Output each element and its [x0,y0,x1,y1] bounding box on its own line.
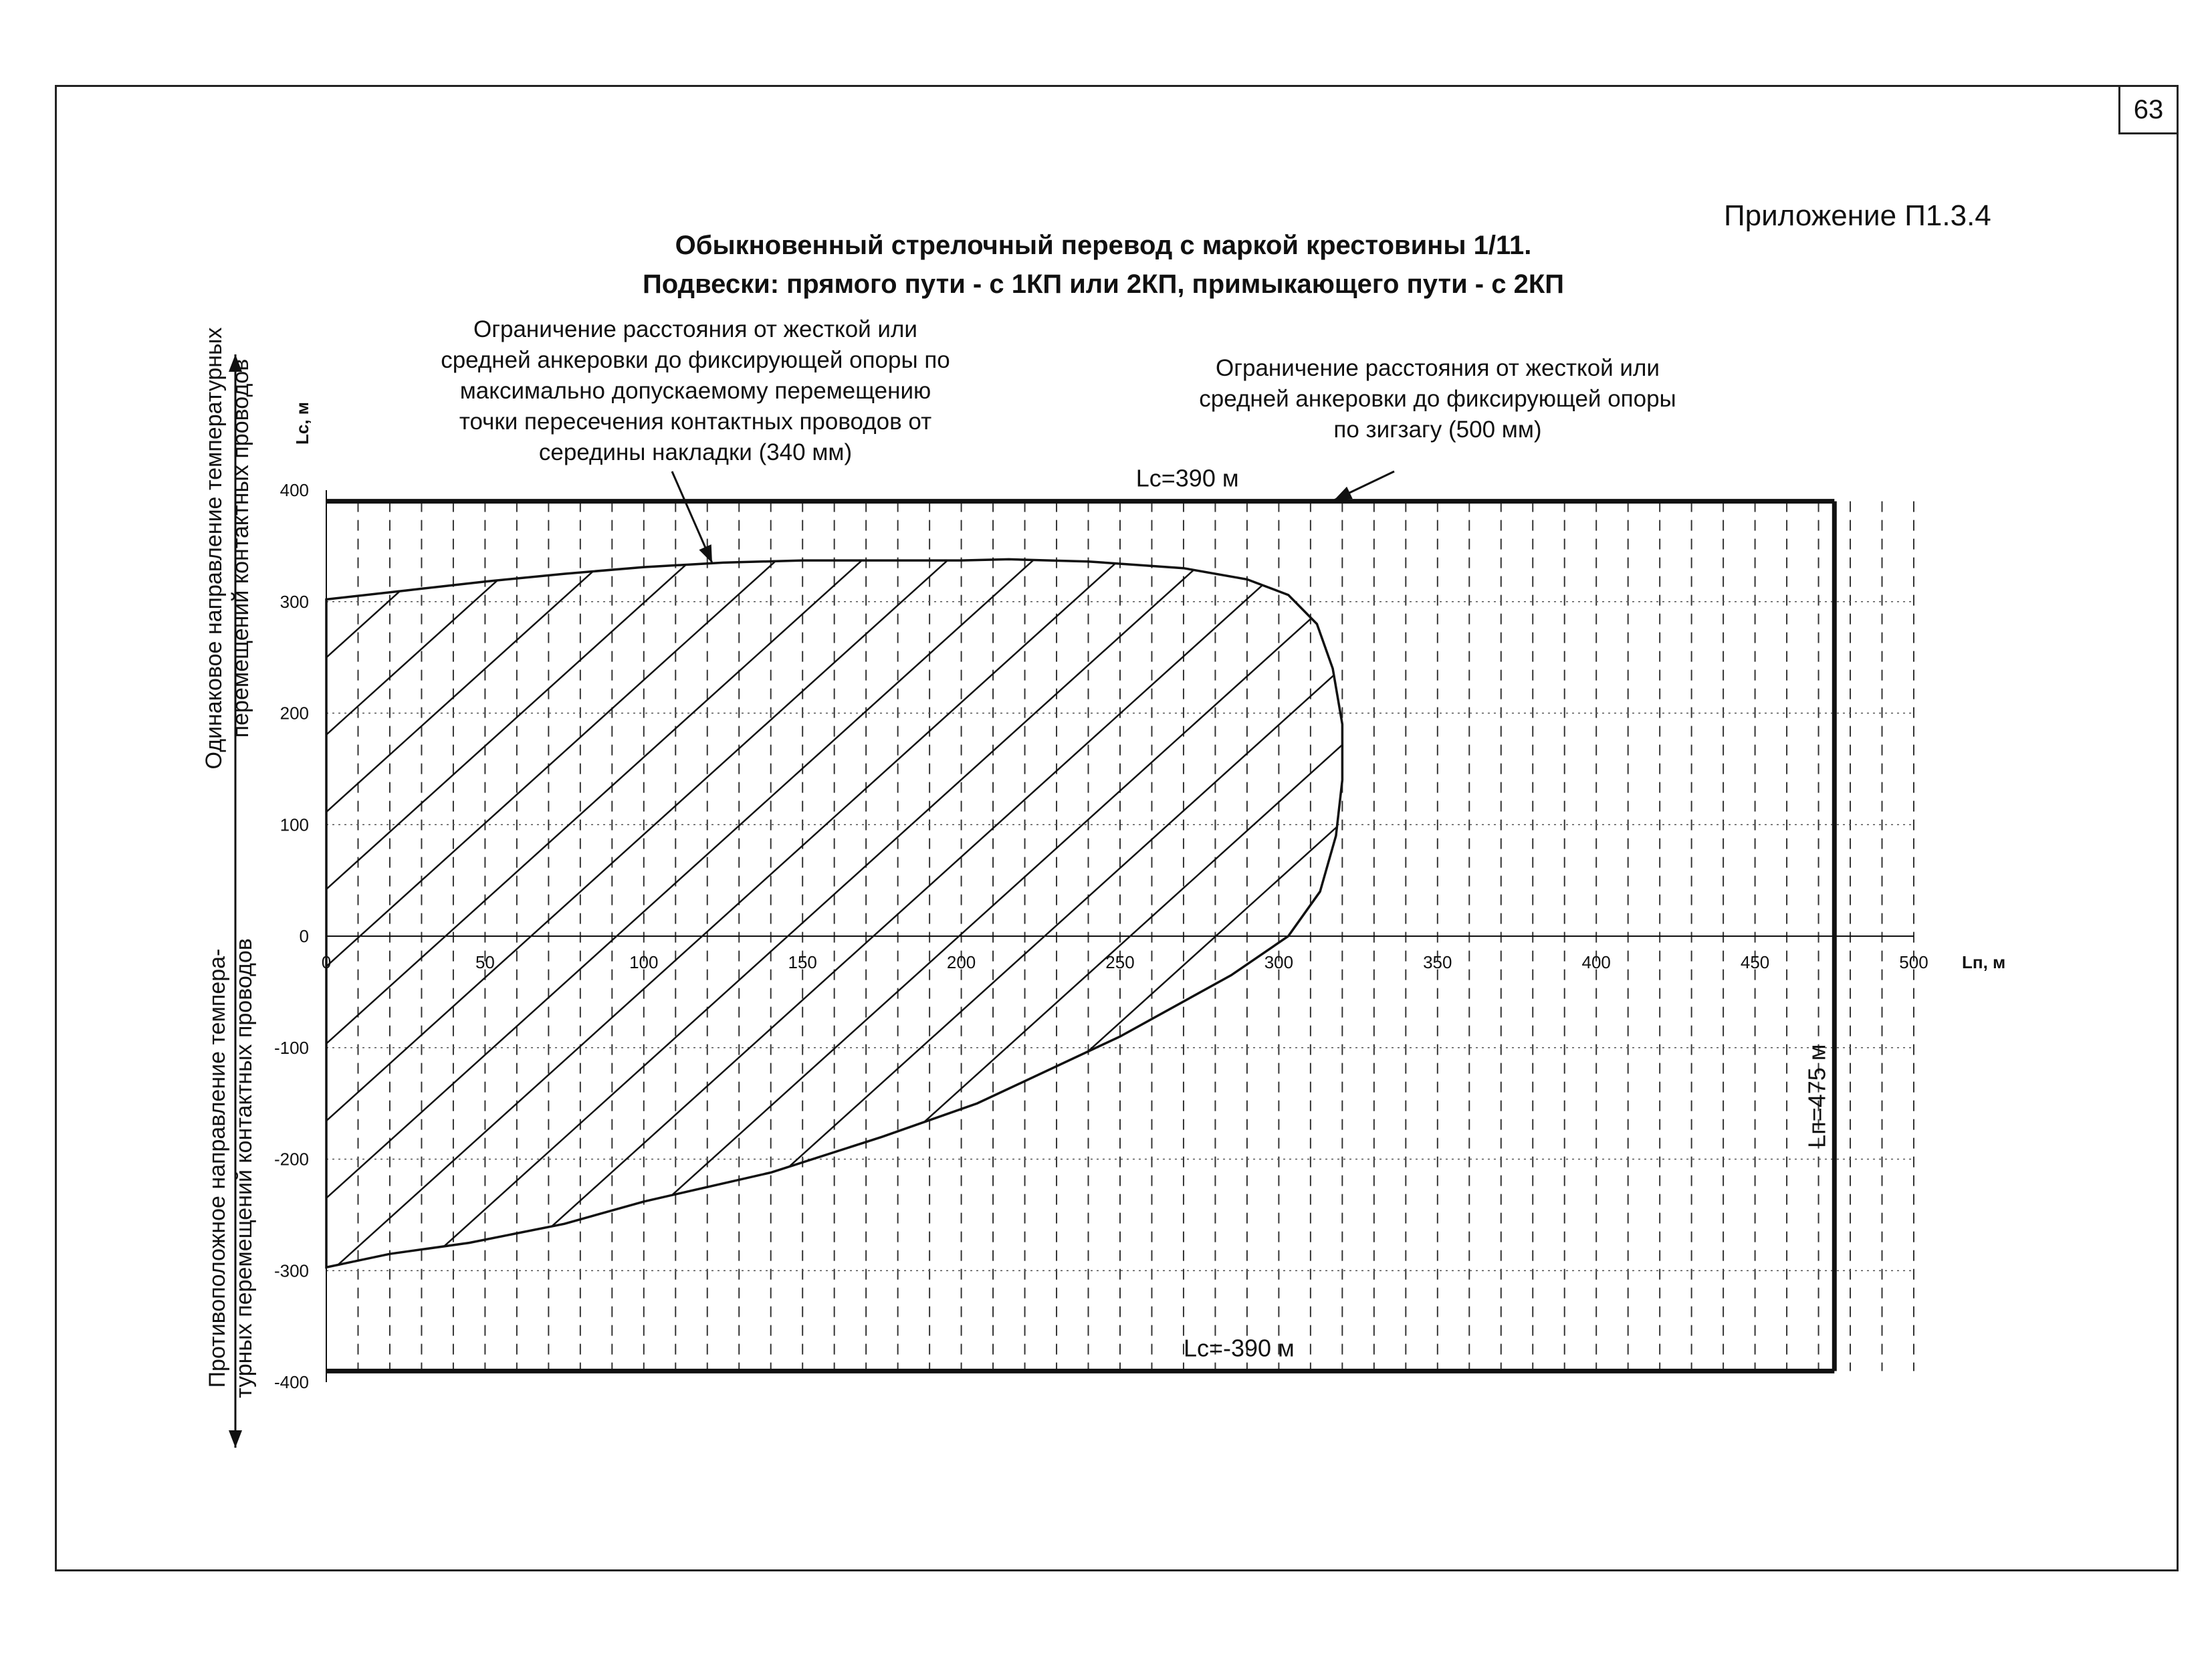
chart-title-line-2: Подвески: прямого пути - с 1КП или 2КП, … [643,269,1564,299]
limit-label-top: Lс=390 м [1136,465,1239,492]
note-line: середины накладки (340 мм) [538,439,853,465]
hatch-line [326,559,1136,1268]
y-tick-label: -100 [274,1038,309,1058]
y-tick-label: 200 [280,703,309,724]
note-line: средней анкеровки до фиксирующей опоры п… [441,347,950,373]
x-axis-label: Lп, м [1962,952,2005,972]
y-tick-label: 400 [280,480,309,500]
hatch-line [1444,468,2212,1270]
y-tick-label: 100 [280,814,309,835]
note-line: средней анкеровки до фиксирующей опоры [1199,386,1676,412]
hatch-line [930,559,1343,1268]
tick-labels: 400 300 200 100 0 -100 -200 -300 -400 0 50 100 150 20… [274,480,2005,1392]
hatch-line [326,559,708,1268]
hatch-line [417,559,1307,1268]
hatch-line [759,559,1343,1268]
y-tick-label: -400 [274,1372,309,1392]
hatch-line [326,559,451,1268]
hatch-line [0,468,280,1270]
hatch-line [326,559,879,1268]
y-tick-label: -300 [274,1260,309,1281]
x-tick-label: 350 [1423,952,1452,972]
x-tick-label: 400 [1582,952,1611,972]
x-tick-label: 250 [1105,952,1134,972]
x-tick-label: 100 [629,952,658,972]
hatch-line [326,559,794,1268]
grid [326,490,1914,1382]
hatch-line [326,559,366,1268]
chart-title-line-1: Обыкновенный стрелочный перевод с маркой… [675,231,1532,260]
x-tick-label: 300 [1264,952,1293,972]
note-arrow-left-head [699,544,712,563]
hatch-line [1101,559,1343,1268]
hatch-line [1273,559,1343,1268]
chart-title: Обыкновенный стрелочный перевод с маркой… [468,226,1739,304]
x-tick-label: 50 [475,952,495,972]
right-limit-note: Ограничение расстояния от жесткой или ср… [1130,353,1745,445]
x-tick-label: 200 [947,952,976,972]
note-line: Ограничение расстояния от жесткой или [473,316,917,342]
note-arrow-right-head [1334,486,1353,500]
note-line: максимально допускаемому перемещению [459,378,931,404]
hatch-line [673,559,1343,1268]
hatch-line [1359,468,2212,1270]
hatch-line [331,559,1222,1268]
y-tick-label: 300 [280,592,309,612]
hatch-line [1016,559,1343,1268]
hatch-line [502,559,1343,1268]
hatch-lines [0,468,2212,1270]
limit-lines: Lс=390 м Lс=-390 м Lп=475 м [326,465,1837,1373]
side-arrow-down-head [229,1430,242,1448]
x-tick-label: 450 [1741,952,1769,972]
left-limit-note: Ограничение расстояния от жесткой или ср… [374,314,1016,468]
page-number: 63 [2118,85,2179,134]
x-tick-label: 500 [1899,952,1928,972]
arrows [229,354,1395,1448]
hatch-line [326,559,965,1268]
note-line: по зигзагу (500 мм) [1333,417,1542,443]
page-frame [55,85,2179,1571]
x-tick-label: 150 [788,952,817,972]
hatch-line [326,559,537,1268]
hatch-line [326,559,1050,1268]
hatch-line [845,559,1343,1268]
limit-label-right: Lп=475 м [1803,1044,1830,1147]
note-line: Ограничение расстояния от жесткой или [1216,355,1660,381]
y-tick-label: 0 [300,926,309,946]
region-boundary [325,558,1344,1269]
y-tick-label: -200 [274,1149,309,1170]
hatch-line [1187,559,1343,1268]
appendix-label: Приложение П1.3.4 [1724,199,1991,232]
note-line: точки пересечения контактных проводов от [459,409,932,435]
limit-label-bottom: Lс=-390 м [1184,1334,1295,1361]
x-tick-label: 0 [322,952,331,972]
hatch-line [326,559,623,1268]
hatch-line [588,559,1343,1268]
side-arrow-up-head [229,354,242,372]
